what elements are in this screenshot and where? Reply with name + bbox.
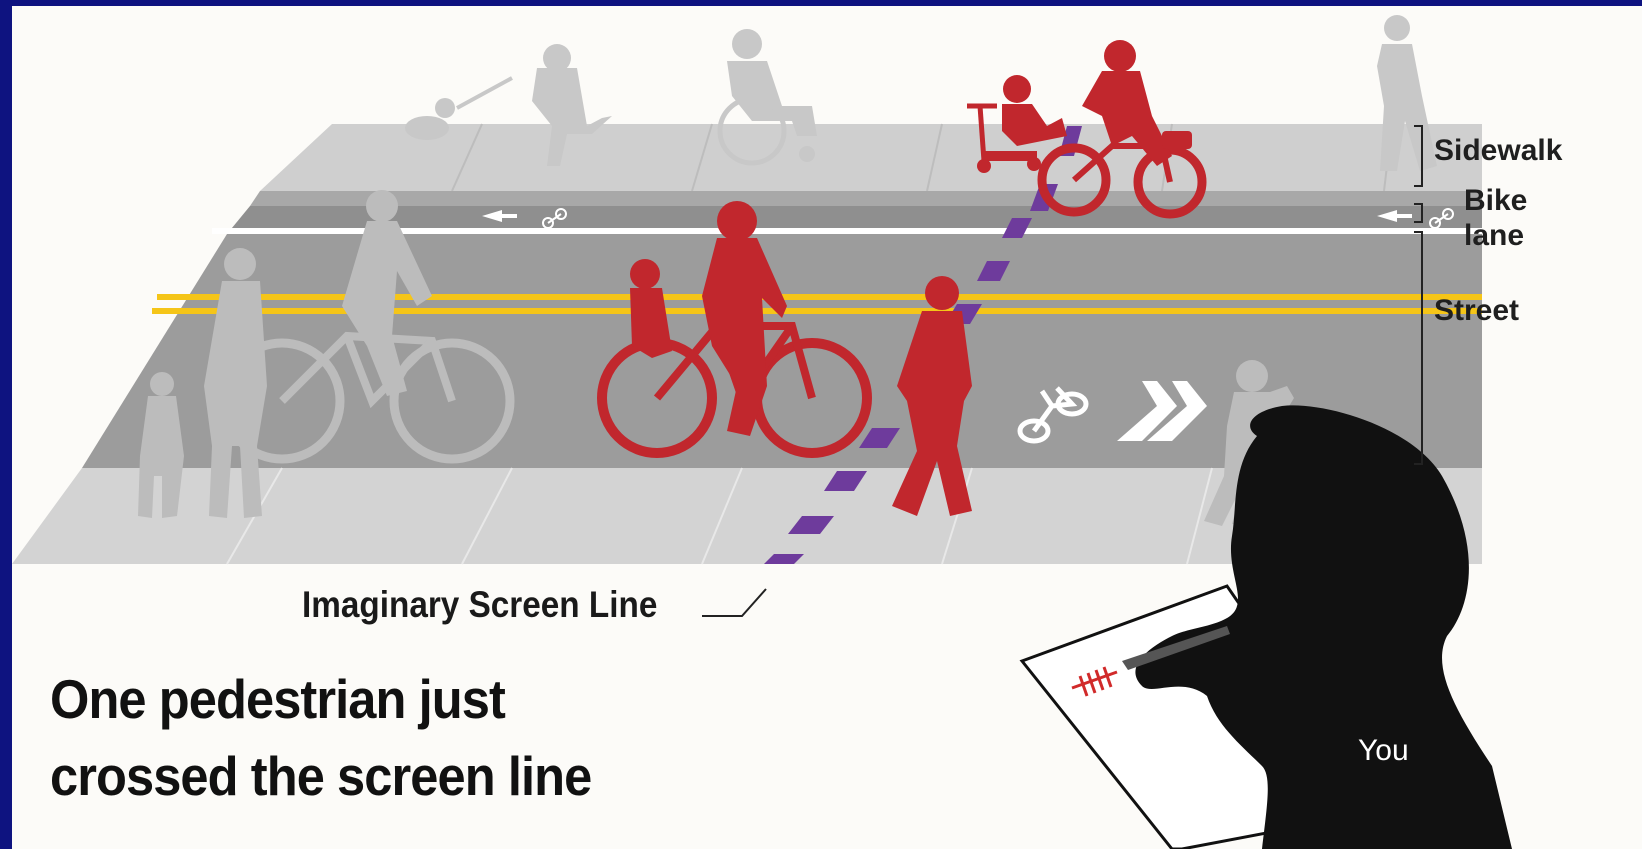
scooter-child-figure: [967, 75, 1067, 173]
you-label: You: [1358, 734, 1409, 767]
red-cyclist-with-child-figure: [597, 201, 872, 458]
faded-cyclist-figure: [219, 190, 515, 464]
bike-lane-arrow-icon: [482, 210, 1412, 222]
bicycle-icon: [542, 208, 1454, 229]
screen-line-label: Imaginary Screen Line: [302, 584, 658, 625]
street-scene-illustration: [12, 15, 1512, 849]
center-line-lower: [152, 308, 1482, 314]
far-curb: [250, 191, 1482, 206]
center-line-upper: [157, 294, 1482, 300]
caption: One pedestrian just crossed the screen l…: [50, 661, 592, 815]
red-pedestrian-figure: [892, 276, 972, 516]
near-sidewalk: [12, 468, 1482, 564]
highlighted-figures: [597, 40, 1207, 516]
pen: [1122, 626, 1230, 670]
slide-canvas: Sidewalk Bike lane Street Imaginary Scre…: [12, 6, 1642, 849]
label-street: Street: [1434, 294, 1520, 327]
label-sidewalk: Sidewalk: [1434, 134, 1563, 167]
dog-walker-figure: [405, 44, 612, 166]
label-bike-lane: Bike lane: [1464, 184, 1528, 252]
observer-you-figure: [1019, 405, 1512, 849]
wheelchair-user-figure: [717, 29, 817, 166]
sharrow-bicycle-icon: [1017, 386, 1089, 444]
label-brackets: [1414, 125, 1423, 465]
caption-line-2: crossed the screen line: [50, 745, 592, 807]
bike-lane-stripe: [212, 228, 1482, 234]
sharrow-chevron-icon: [1117, 381, 1207, 441]
tally-mark-icon: [1071, 666, 1118, 697]
adult-with-child-figure: [138, 248, 267, 518]
screen-line-leader: [702, 588, 767, 617]
caption-line-1: One pedestrian just: [50, 668, 506, 730]
red-cyclist-far-figure: [1037, 40, 1207, 219]
